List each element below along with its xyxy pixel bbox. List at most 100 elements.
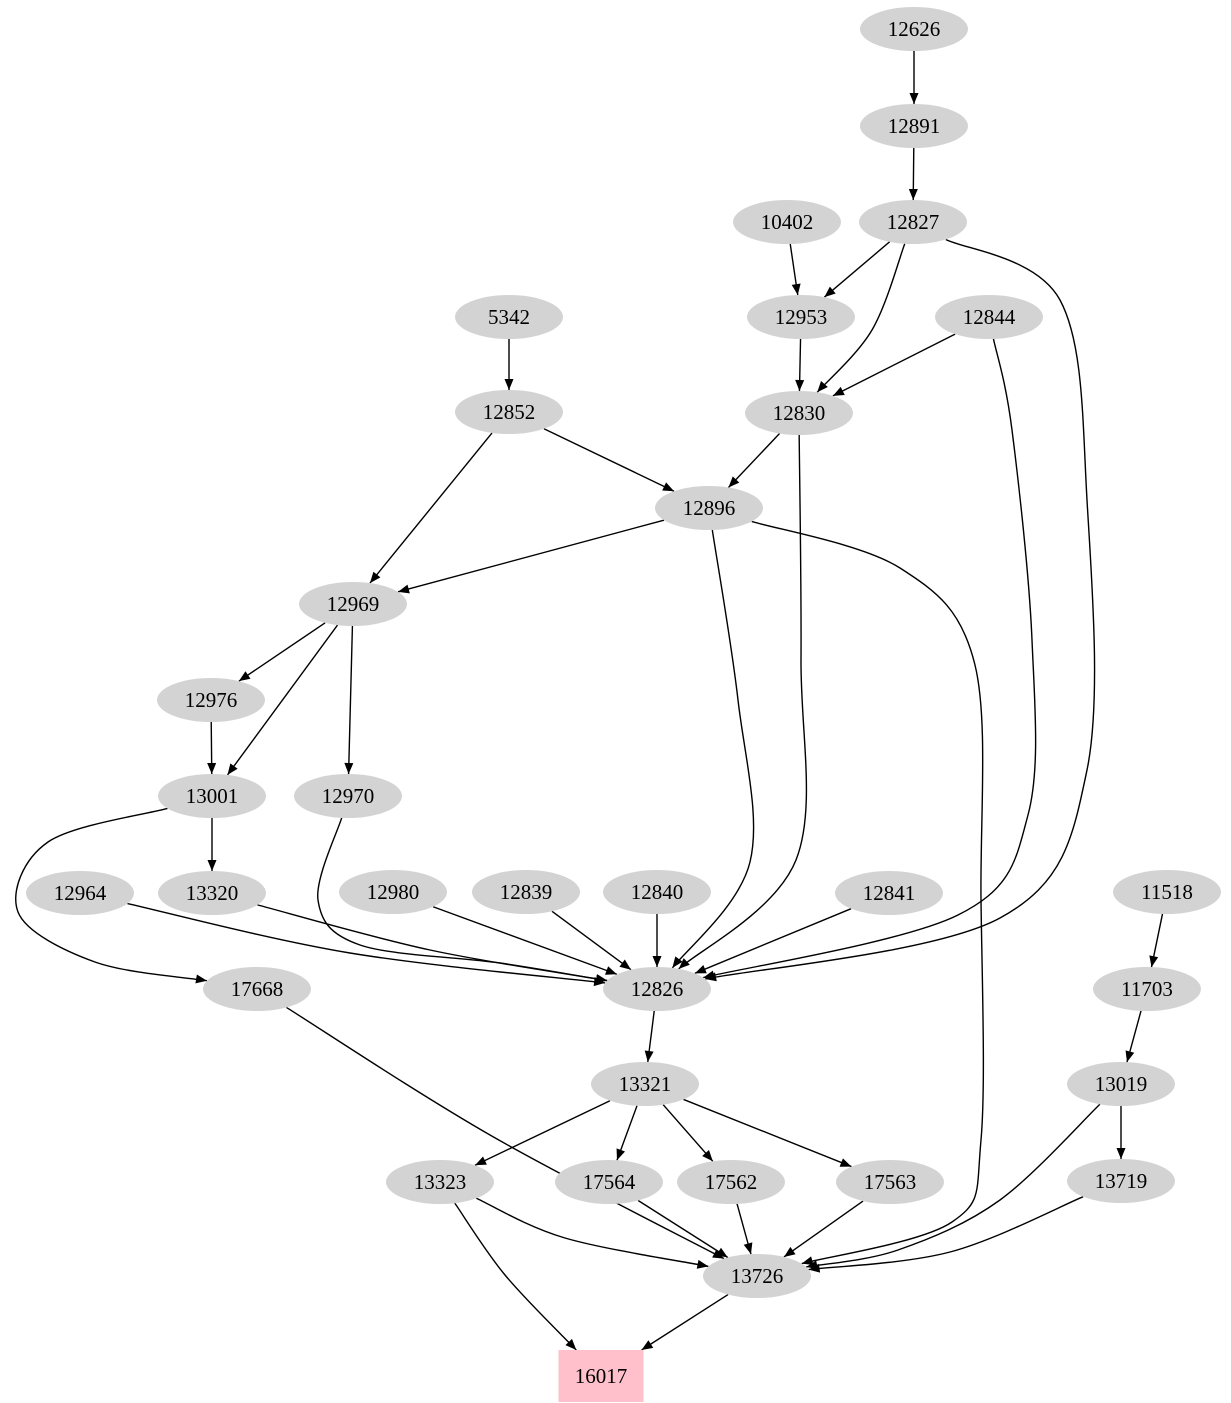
- node-13726: 13726: [703, 1254, 811, 1298]
- node-label-12840: 12840: [631, 880, 684, 904]
- node-ellipse-13001: [158, 774, 266, 818]
- edge-12827-12830: [816, 243, 906, 393]
- node-12841: 12841: [835, 871, 943, 915]
- node-ellipse-13726: [703, 1254, 811, 1298]
- node-17562: 17562: [677, 1160, 785, 1204]
- edge-13323-13726: [476, 1197, 709, 1269]
- node-label-13001: 13001: [186, 784, 239, 808]
- node-box-16017: [558, 1350, 644, 1402]
- node-5342: 5342: [455, 295, 563, 339]
- edge-12844-12826: [703, 338, 1037, 980]
- node-label-12852: 12852: [483, 400, 536, 424]
- node-ellipse-13320: [158, 871, 266, 915]
- node-17668: 17668: [203, 967, 311, 1011]
- edge-13001-17668: [15, 807, 208, 984]
- edge-12969-12976: [238, 622, 326, 682]
- edge-12964-12826: [127, 902, 606, 987]
- node-ellipse-11518: [1113, 870, 1221, 914]
- node-label-12841: 12841: [863, 881, 916, 905]
- node-ellipse-12841: [835, 871, 943, 915]
- node-ellipse-13019: [1067, 1062, 1175, 1106]
- node-12826: 12826: [603, 967, 711, 1011]
- node-label-17668: 17668: [231, 977, 284, 1001]
- node-label-12844: 12844: [963, 305, 1016, 329]
- node-12976: 12976: [157, 678, 265, 722]
- node-label-12626: 12626: [888, 17, 941, 41]
- edge-12891-12827: [908, 147, 918, 201]
- node-13321: 13321: [591, 1062, 699, 1106]
- node-12852: 12852: [455, 390, 563, 434]
- node-ellipse-12891: [860, 104, 968, 148]
- node-ellipse-17668: [203, 967, 311, 1011]
- node-11518: 11518: [1113, 870, 1221, 914]
- edge-13726-16017: [641, 1293, 729, 1351]
- edge-12830-12896: [727, 433, 781, 488]
- node-ellipse-12826: [603, 967, 711, 1011]
- node-label-17562: 17562: [705, 1170, 758, 1194]
- node-ellipse-12830: [745, 391, 853, 435]
- node-12964: 12964: [26, 871, 134, 915]
- edge-13019-13726: [806, 1103, 1101, 1270]
- node-label-13321: 13321: [619, 1072, 672, 1096]
- node-label-12953: 12953: [775, 305, 828, 329]
- node-ellipse-13321: [591, 1062, 699, 1106]
- edge-12844-12830: [832, 333, 956, 397]
- node-17563: 17563: [836, 1160, 944, 1204]
- node-12953: 12953: [747, 295, 855, 339]
- edge-12827-12826: [704, 238, 1096, 982]
- node-13323: 13323: [386, 1160, 494, 1204]
- node-12827: 12827: [859, 200, 967, 244]
- edge-13719-13726: [808, 1196, 1084, 1273]
- node-label-12826: 12826: [631, 977, 684, 1001]
- edge-11518-11703: [1149, 913, 1164, 968]
- node-13719: 13719: [1067, 1159, 1175, 1203]
- edge-17562-13726: [736, 1203, 753, 1255]
- node-label-16017: 16017: [575, 1364, 628, 1388]
- node-13019: 13019: [1067, 1062, 1175, 1106]
- edge-17564-13726: [637, 1199, 729, 1259]
- node-13320: 13320: [158, 871, 266, 915]
- edge-12839-12826: [551, 910, 632, 971]
- node-12891: 12891: [860, 104, 968, 148]
- node-ellipse-12844: [935, 295, 1043, 339]
- node-label-12964: 12964: [54, 881, 107, 905]
- edge-12953-12830: [795, 338, 805, 392]
- node-ellipse-10402: [733, 200, 841, 244]
- edge-12830-12826: [678, 434, 808, 970]
- edge-12852-12969: [369, 432, 493, 584]
- node-ellipse-13719: [1067, 1159, 1175, 1203]
- node-ellipse-17562: [677, 1160, 785, 1204]
- node-label-12976: 12976: [185, 688, 238, 712]
- node-12839: 12839: [472, 870, 580, 914]
- node-label-13320: 13320: [186, 881, 239, 905]
- node-label-11518: 11518: [1141, 880, 1193, 904]
- edge-12980-12826: [432, 906, 618, 975]
- node-label-13323: 13323: [414, 1170, 467, 1194]
- node-10402: 10402: [733, 200, 841, 244]
- node-label-12891: 12891: [888, 114, 941, 138]
- node-label-10402: 10402: [761, 210, 814, 234]
- edge-13323-16017: [454, 1202, 577, 1351]
- edge-12969-12970: [344, 625, 354, 775]
- node-ellipse-12970: [294, 774, 402, 818]
- node-ellipse-13323: [386, 1160, 494, 1204]
- node-label-12970: 12970: [322, 784, 375, 808]
- node-ellipse-12840: [603, 870, 711, 914]
- edge-17668-13726: [286, 1006, 725, 1260]
- node-label-12896: 12896: [683, 496, 736, 520]
- edge-12826-13321: [644, 1010, 655, 1063]
- edge-13321-17564: [616, 1105, 638, 1161]
- edge-13321-17562: [662, 1104, 714, 1162]
- edge-12969-13001: [226, 624, 339, 776]
- node-label-5342: 5342: [488, 305, 530, 329]
- node-label-12980: 12980: [367, 880, 420, 904]
- node-ellipse-12969: [299, 582, 407, 626]
- node-label-17563: 17563: [864, 1170, 917, 1194]
- node-11703: 11703: [1093, 967, 1201, 1011]
- node-12830: 12830: [745, 391, 853, 435]
- node-layer: 12626 12891 12827 10402 12953 12844 12830 5342 1…: [26, 7, 1221, 1402]
- node-label-13719: 13719: [1095, 1169, 1148, 1193]
- edge-layer: [15, 51, 1164, 1351]
- node-12896: 12896: [655, 486, 763, 530]
- node-12970: 12970: [294, 774, 402, 818]
